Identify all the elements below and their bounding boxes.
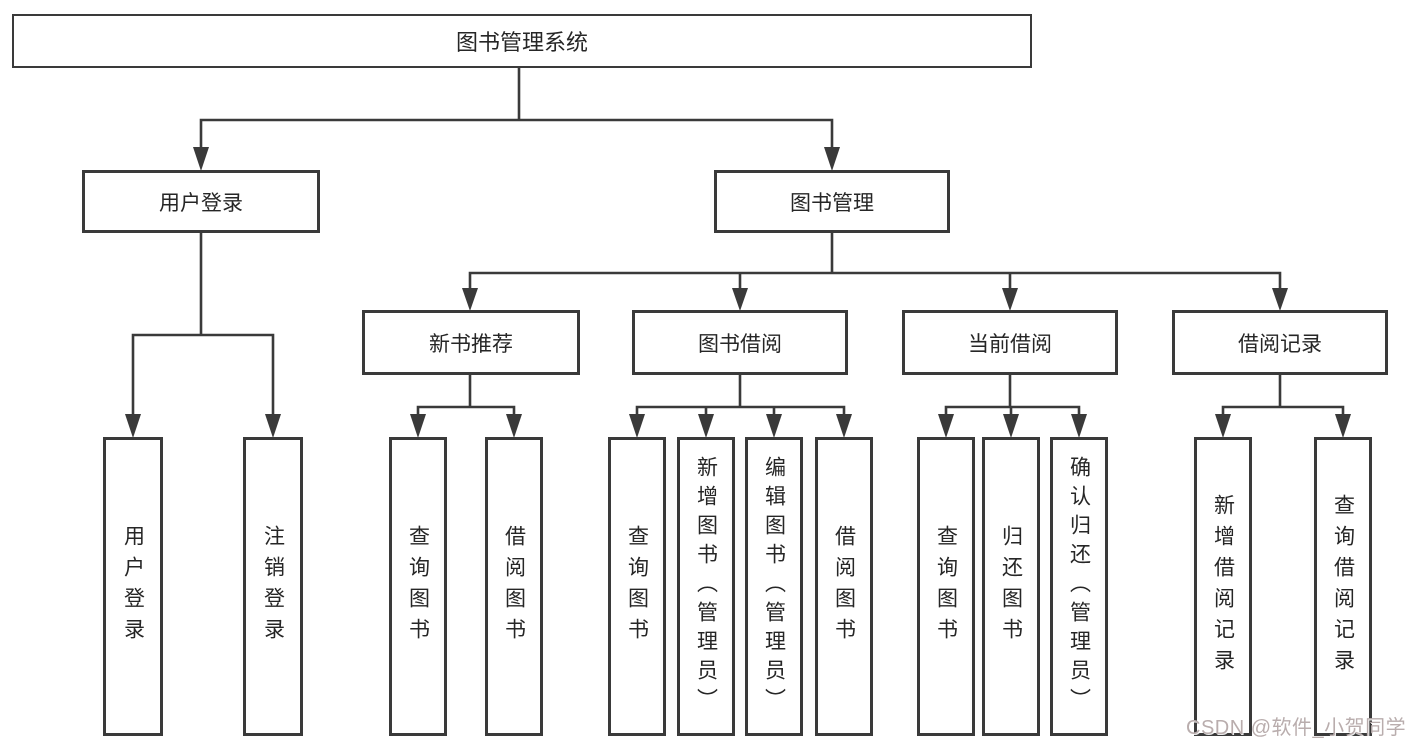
node-label: 查询图书 <box>934 524 958 649</box>
node-label: 编辑图书（管理员） <box>762 456 786 717</box>
node-leaf-confirm-return-admin: 确认归还（管理员） <box>1050 437 1108 736</box>
node-label: 查询借阅记录 <box>1331 493 1355 680</box>
node-leaf-add-books-admin: 新增图书（管理员） <box>677 437 735 736</box>
arrowhead-down-icon <box>410 414 426 438</box>
node-label: 用户登录 <box>159 191 243 215</box>
arrowhead-down-icon <box>462 288 478 311</box>
node-label: 图书管理 <box>790 191 874 215</box>
node-label: 借阅记录 <box>1238 332 1322 356</box>
node-label: 当前借阅 <box>968 332 1052 356</box>
node-user-login: 用户登录 <box>82 170 320 233</box>
arrowhead-down-icon <box>1335 414 1351 438</box>
arrowhead-down-icon <box>1215 414 1231 438</box>
node-label: 新增图书（管理员） <box>694 456 718 717</box>
connector-borrowing-records-to-leaves <box>1215 373 1351 438</box>
node-label: 用户登录 <box>121 524 145 649</box>
node-label: 图书管理系统 <box>455 30 588 55</box>
node-new-book-recommend: 新书推荐 <box>362 310 580 375</box>
arrowhead-down-icon <box>836 414 852 438</box>
connector-book-management-to-level3 <box>462 231 1288 311</box>
arrowhead-down-icon <box>766 414 782 438</box>
arrowhead-down-icon <box>732 288 748 311</box>
node-root-system: 图书管理系统 <box>12 14 1032 68</box>
arrowhead-down-icon <box>265 414 281 438</box>
node-label: 归还图书 <box>999 524 1023 649</box>
connector-line <box>131 231 275 418</box>
node-leaf-borrow-books: 借阅图书 <box>815 437 873 736</box>
connector-new-book-recommend-to-leaves <box>410 373 522 438</box>
node-label: 确认归还（管理员） <box>1067 456 1091 717</box>
connector-line <box>635 373 846 418</box>
node-label: 新增借阅记录 <box>1211 493 1235 680</box>
node-leaf-user-login: 用户登录 <box>103 437 163 736</box>
connector-root-to-level2 <box>193 66 840 171</box>
connector-line <box>199 66 834 152</box>
node-leaf-query-books-recommend: 查询图书 <box>389 437 447 736</box>
connector-line <box>468 231 1282 294</box>
connector-book-borrowing-to-leaves <box>629 373 852 438</box>
arrowhead-down-icon <box>1003 414 1019 438</box>
node-label: 借阅图书 <box>502 524 526 649</box>
connector-line <box>1221 373 1345 418</box>
node-label: 查询图书 <box>625 524 649 649</box>
connector-user-login-to-leaves <box>125 231 281 438</box>
node-leaf-query-borrow-record: 查询借阅记录 <box>1314 437 1372 736</box>
node-current-borrowing: 当前借阅 <box>902 310 1118 375</box>
node-book-borrowing: 图书借阅 <box>632 310 848 375</box>
node-leaf-borrow-books-recommend: 借阅图书 <box>485 437 543 736</box>
node-leaf-logout: 注销登录 <box>243 437 303 736</box>
arrowhead-down-icon <box>824 147 840 171</box>
node-label: 借阅图书 <box>832 524 856 649</box>
node-label: 新书推荐 <box>429 332 513 356</box>
node-book-management: 图书管理 <box>714 170 950 233</box>
node-leaf-query-books-current: 查询图书 <box>917 437 975 736</box>
arrowhead-down-icon <box>193 147 209 171</box>
node-leaf-return-books: 归还图书 <box>982 437 1040 736</box>
arrowhead-down-icon <box>125 414 141 438</box>
arrowhead-down-icon <box>938 414 954 438</box>
node-label: 图书借阅 <box>698 332 782 356</box>
arrowhead-down-icon <box>506 414 522 438</box>
watermark: CSDN @软件_小贺同学 <box>1186 717 1405 739</box>
arrowhead-down-icon <box>629 414 645 438</box>
arrowhead-down-icon <box>1272 288 1288 311</box>
node-leaf-edit-books-admin: 编辑图书（管理员） <box>745 437 803 736</box>
node-label: 注销登录 <box>261 524 285 649</box>
arrowhead-down-icon <box>698 414 714 438</box>
arrowhead-down-icon <box>1071 414 1087 438</box>
connector-line <box>416 373 516 418</box>
node-leaf-add-borrow-record: 新增借阅记录 <box>1194 437 1252 736</box>
arrowhead-down-icon <box>1002 288 1018 311</box>
node-leaf-query-books-borrowing: 查询图书 <box>608 437 666 736</box>
connector-line <box>944 373 1081 418</box>
node-borrowing-records: 借阅记录 <box>1172 310 1388 375</box>
connector-current-borrowing-to-leaves <box>938 373 1087 438</box>
node-label: 查询图书 <box>406 524 430 649</box>
